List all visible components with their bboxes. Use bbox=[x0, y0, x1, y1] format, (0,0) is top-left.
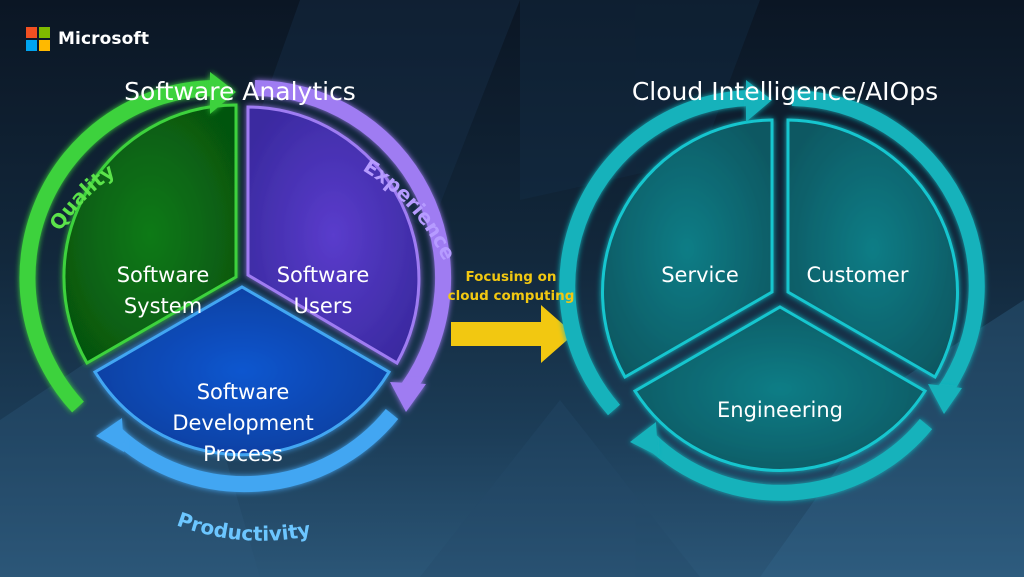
logo-square-yellow bbox=[39, 40, 50, 51]
service-arrowhead bbox=[746, 80, 772, 122]
logo-square-red bbox=[26, 27, 37, 38]
productivity-arc bbox=[110, 408, 399, 493]
segment-software-users bbox=[246, 105, 421, 366]
quality-arc bbox=[19, 80, 215, 413]
customer-label: Customer bbox=[806, 263, 909, 287]
engineering-arc bbox=[644, 418, 933, 501]
transition-caption: Focusing on cloud computing bbox=[447, 269, 575, 304]
software-users-label: Software Users bbox=[276, 263, 370, 318]
software-development-process-label: Software Development Process bbox=[172, 380, 314, 466]
transition-arrow bbox=[451, 305, 574, 363]
segment-software-system bbox=[62, 103, 238, 366]
experience-arrowhead bbox=[390, 382, 426, 412]
segment-customer bbox=[786, 118, 959, 380]
logo-square-green bbox=[39, 27, 50, 38]
experience-arc bbox=[254, 80, 452, 393]
productivity-arrowhead bbox=[96, 418, 124, 452]
service-arc bbox=[559, 90, 751, 416]
cloud-intelligence-title: Cloud Intelligence/AIOps bbox=[631, 77, 939, 106]
software-analytics-title: Software Analytics bbox=[124, 77, 356, 106]
engineering-arrowhead bbox=[630, 422, 658, 456]
brand-name: Microsoft bbox=[58, 29, 150, 49]
service-label: Service bbox=[661, 263, 739, 287]
cloud-intelligence-diagram bbox=[559, 80, 985, 501]
quality-arrowhead bbox=[210, 72, 236, 114]
microsoft-logo: Microsoft bbox=[26, 27, 149, 51]
segment-software-development-process bbox=[92, 285, 392, 457]
software-analytics-diagram: Quality Experience Productivity bbox=[19, 72, 461, 546]
segment-engineering bbox=[632, 305, 928, 472]
software-system-label: Software System bbox=[116, 263, 210, 318]
customer-arrowhead bbox=[928, 384, 962, 414]
customer-arc bbox=[791, 90, 985, 397]
engineering-label: Engineering bbox=[717, 398, 843, 422]
microsoft-logo-icon bbox=[26, 27, 50, 51]
segment-service bbox=[601, 118, 774, 380]
logo-square-blue bbox=[26, 40, 37, 51]
